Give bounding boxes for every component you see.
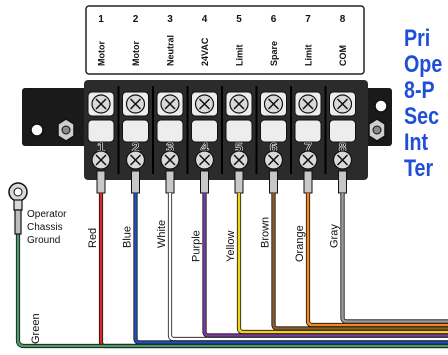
terminal-number-label: 1 [98,14,104,25]
title-line-4: Sec [404,104,448,130]
terminal-function-label: Limit [304,44,314,66]
wire-color-label: Yellow [225,231,237,262]
title-line-5: Int [404,130,448,156]
wire-lug [201,171,209,193]
terminal-number-label: 2 [133,14,139,25]
terminal-number-label: 3 [167,14,173,25]
wire-color-label: Purple [191,230,203,262]
terminal-number-label: 6 [271,14,277,25]
mounting-hole-left [31,124,43,136]
wire-lug [304,171,312,193]
screw-icon [157,92,183,116]
hex-nut-right [369,119,385,141]
screw-icon [123,92,149,116]
terminal-function-label: Limit [235,44,245,66]
wire-color-label: Orange [294,225,306,262]
wire-color-label: Blue [122,226,134,248]
screw-icon [226,92,252,116]
wire-orange [308,193,448,325]
title-line-2: Ope [404,52,448,78]
wire-color-label: Red [87,228,99,248]
wire-lug [339,171,347,193]
terminal-function-label: 24VAC [200,37,210,66]
terminal-function-label: Motor [97,41,107,66]
terminal-number-label: 8 [340,14,346,25]
hex-nut-left [58,119,74,141]
wire-lug [235,171,243,193]
terminal-function-label: COM [338,45,348,66]
ground-label-line2: Chassis [27,222,63,233]
ground-wire-label: Green [30,313,42,344]
screw-icon [261,92,287,116]
terminal-function-label: Neutral [166,35,176,66]
wire-lug [166,171,174,193]
wire-color-label: White [156,220,168,248]
title-line-1: Pri [404,26,448,52]
screw-icon [192,92,218,116]
terminal-function-label: Spare [269,41,279,66]
screw-icon [330,92,356,116]
screw-icon [295,92,321,116]
wire-lug [132,171,140,193]
ground-lug-icon [9,183,27,234]
terminal-number-label: 4 [202,14,208,25]
terminal-function-box [86,6,364,74]
title-line-3: 8-P [404,78,448,104]
wire-lug [97,171,105,193]
wire-gray [343,193,448,322]
screw-icon [88,92,114,116]
wire-color-label: Brown [260,217,272,248]
wire-color-label: Gray [329,224,341,248]
ground-label-line3: Ground [27,235,60,246]
terminal-function-label: Motor [131,41,141,66]
title-line-6: Ter [404,156,448,182]
wire-lug [270,171,278,193]
terminal-number-label: 5 [236,14,242,25]
mounting-hole-right [375,100,387,112]
terminal-number-label: 7 [305,14,311,25]
ground-label-line1: Operator [27,209,67,220]
